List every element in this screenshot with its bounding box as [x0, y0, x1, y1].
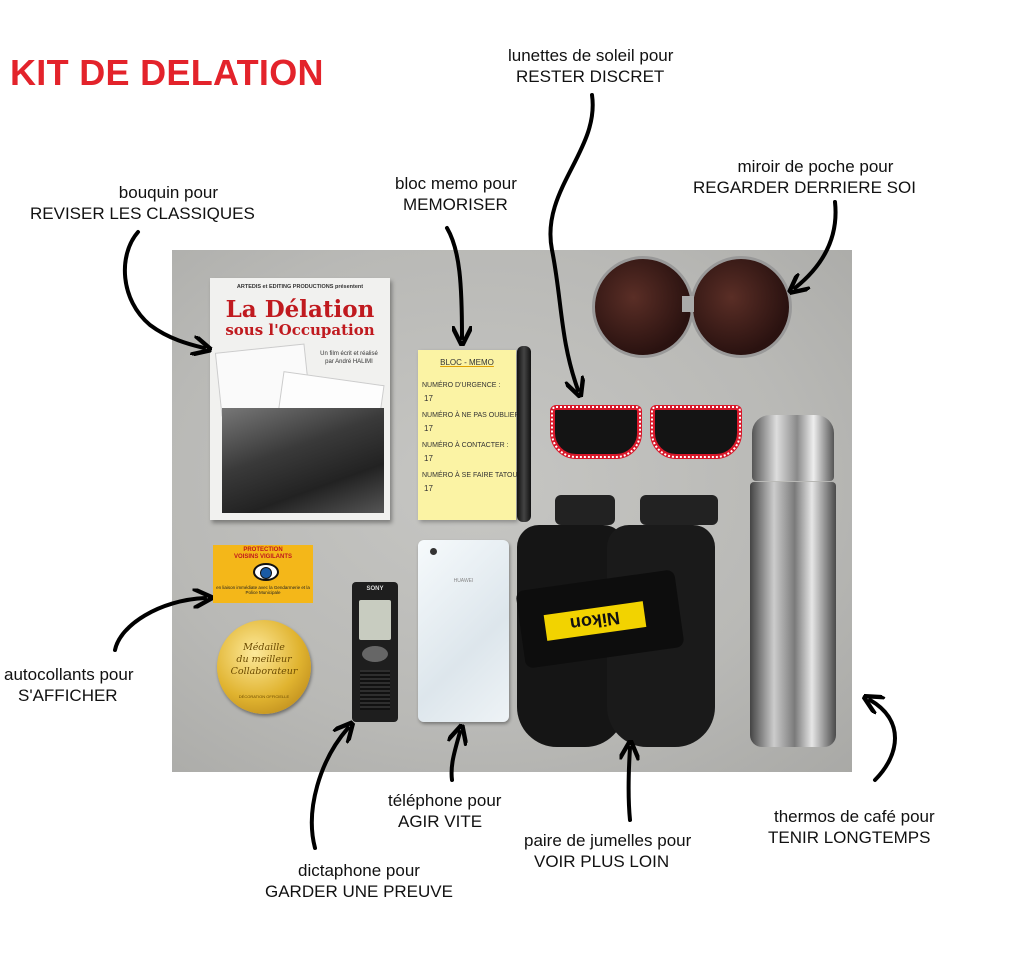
book-author: Un film écrit et réalisé par André HALIM… — [310, 350, 388, 366]
caption-dictaphone: dictaphone pour GARDER UNE PREUVE — [265, 860, 453, 902]
camera-icon — [430, 548, 437, 555]
sticker-heading-line2: VOISINS VIGILANTS — [233, 554, 292, 560]
phone-brand: HUAWEI — [453, 578, 474, 584]
medal-sticker: Médaille du meilleur Collaborateur DÉCOR… — [217, 620, 311, 714]
caption-autocollants-line1: autocollants pour — [4, 665, 134, 684]
caption-memo-line1: bloc memo pour — [395, 174, 517, 193]
caption-lunettes-line1: lunettes de soleil pour — [508, 46, 674, 65]
eye-pupil-icon — [260, 567, 272, 579]
caption-lunettes-line2: RESTER DISCRET — [516, 67, 665, 86]
recorder-screen — [359, 600, 391, 640]
memo-header: BLOC - MEMO — [440, 358, 494, 367]
caption-miroir-line2: REGARDER DERRIERE SOI — [693, 178, 916, 197]
sunglasses-lens-right — [650, 405, 742, 459]
caption-autocollants: autocollants pour S'AFFICHER — [4, 664, 133, 706]
sticker-heading: PROTECTION VOISINS VIGILANTS — [213, 547, 313, 561]
sticker-heading-line1: PROTECTION — [243, 547, 283, 553]
memo-entry-number: 17 — [424, 484, 433, 493]
sunglasses-lens-left — [550, 405, 642, 459]
thermos-cap — [752, 415, 834, 481]
caption-bouquin-line1: bouquin pour — [118, 183, 219, 202]
pocket-mirror-right — [690, 256, 792, 358]
pen — [517, 346, 531, 522]
memo-entry-label: NUMÉRO D'URGENCE : — [422, 382, 501, 389]
page-title: KIT DE DELATION — [10, 52, 324, 93]
memo-entry-number: 17 — [424, 394, 433, 403]
book-cover: ARTEDIS et EDITING PRODUCTIONS présenten… — [210, 278, 390, 520]
memo-entry-label: NUMÉRO À CONTACTER : — [422, 442, 509, 449]
caption-miroir-line1: miroir de poche pour — [737, 157, 894, 176]
medal-text-line3: Collaborateur — [230, 666, 298, 677]
thermos-body — [750, 482, 836, 747]
book-title-line2: sous l'Occupation — [225, 321, 375, 339]
caption-autocollants-line2: S'AFFICHER — [18, 686, 118, 705]
caption-telephone: téléphone pour AGIR VITE — [388, 790, 501, 832]
memo-entry-number: 17 — [424, 454, 433, 463]
caption-telephone-line1: téléphone pour — [388, 791, 502, 810]
memo-entry-number: 17 — [424, 424, 433, 433]
medal-footer: DÉCORATION OFFICIELLE — [238, 694, 290, 699]
caption-jumelles: paire de jumelles pour VOIR PLUS LOIN — [524, 830, 691, 872]
medal-text-line1: Médaille — [243, 642, 285, 653]
caption-dictaphone-line1: dictaphone pour — [298, 861, 420, 880]
caption-thermos-line2: TENIR LONGTEMPS — [768, 828, 931, 847]
caption-jumelles-line2: VOIR PLUS LOIN — [534, 852, 670, 871]
caption-memo-line2: MEMORISER — [403, 195, 508, 214]
smartphone: HUAWEI — [418, 540, 509, 722]
memo-pad: BLOC - MEMO NUMÉRO D'URGENCE : 17 NUMÉRO… — [418, 350, 531, 520]
caption-jumelles-line1: paire de jumelles pour — [524, 831, 692, 850]
book-photo — [222, 408, 384, 513]
mirror-hinge — [682, 296, 694, 312]
caption-dictaphone-line2: GARDER UNE PREUVE — [265, 882, 453, 901]
medal-text-line2: du meilleur — [236, 654, 292, 665]
pocket-mirror-left — [592, 256, 694, 358]
binoculars-eyepiece — [640, 495, 718, 525]
caption-thermos: thermos de café pour TENIR LONGTEMPS — [768, 806, 935, 848]
caption-thermos-line1: thermos de café pour — [774, 807, 935, 826]
recorder-speaker-grill — [360, 670, 390, 710]
arrow-thermos — [870, 700, 897, 782]
recorder-brand: SONY — [366, 586, 384, 592]
caption-lunettes: lunettes de soleil pour RESTER DISCRET — [508, 45, 673, 87]
sticker-footer: en liaison immédiate avec la Gendarmerie… — [216, 585, 310, 595]
sunglasses — [550, 395, 742, 459]
recorder-button — [362, 646, 388, 662]
book-author-line2: par André HALIMI — [325, 359, 373, 365]
book-publisher: ARTEDIS et EDITING PRODUCTIONS présenten… — [236, 284, 364, 290]
voisins-vigilants-sticker: PROTECTION VOISINS VIGILANTS en liaison … — [213, 545, 313, 603]
medal-text: Médaille du meilleur Collaborateur — [217, 642, 311, 678]
caption-telephone-line2: AGIR VITE — [398, 812, 483, 831]
caption-bouquin-line2: REVISER LES CLASSIQUES — [30, 204, 255, 223]
voice-recorder: SONY — [352, 582, 398, 722]
caption-bouquin: bouquin pour REVISER LES CLASSIQUES — [30, 182, 255, 224]
memo-entry-label: NUMÉRO À NE PAS OUBLIER : — [422, 412, 524, 419]
book-title-line1: La Délation — [225, 296, 375, 323]
binoculars-eyepiece — [555, 495, 615, 525]
caption-memo: bloc memo pour MEMORISER — [395, 173, 517, 215]
memo-entry-label: NUMÉRO À SE FAIRE TATOUER : — [422, 472, 532, 479]
caption-miroir: miroir de poche pour REGARDER DERRIERE S… — [693, 156, 916, 198]
book-author-line1: Un film écrit et réalisé — [320, 351, 378, 357]
